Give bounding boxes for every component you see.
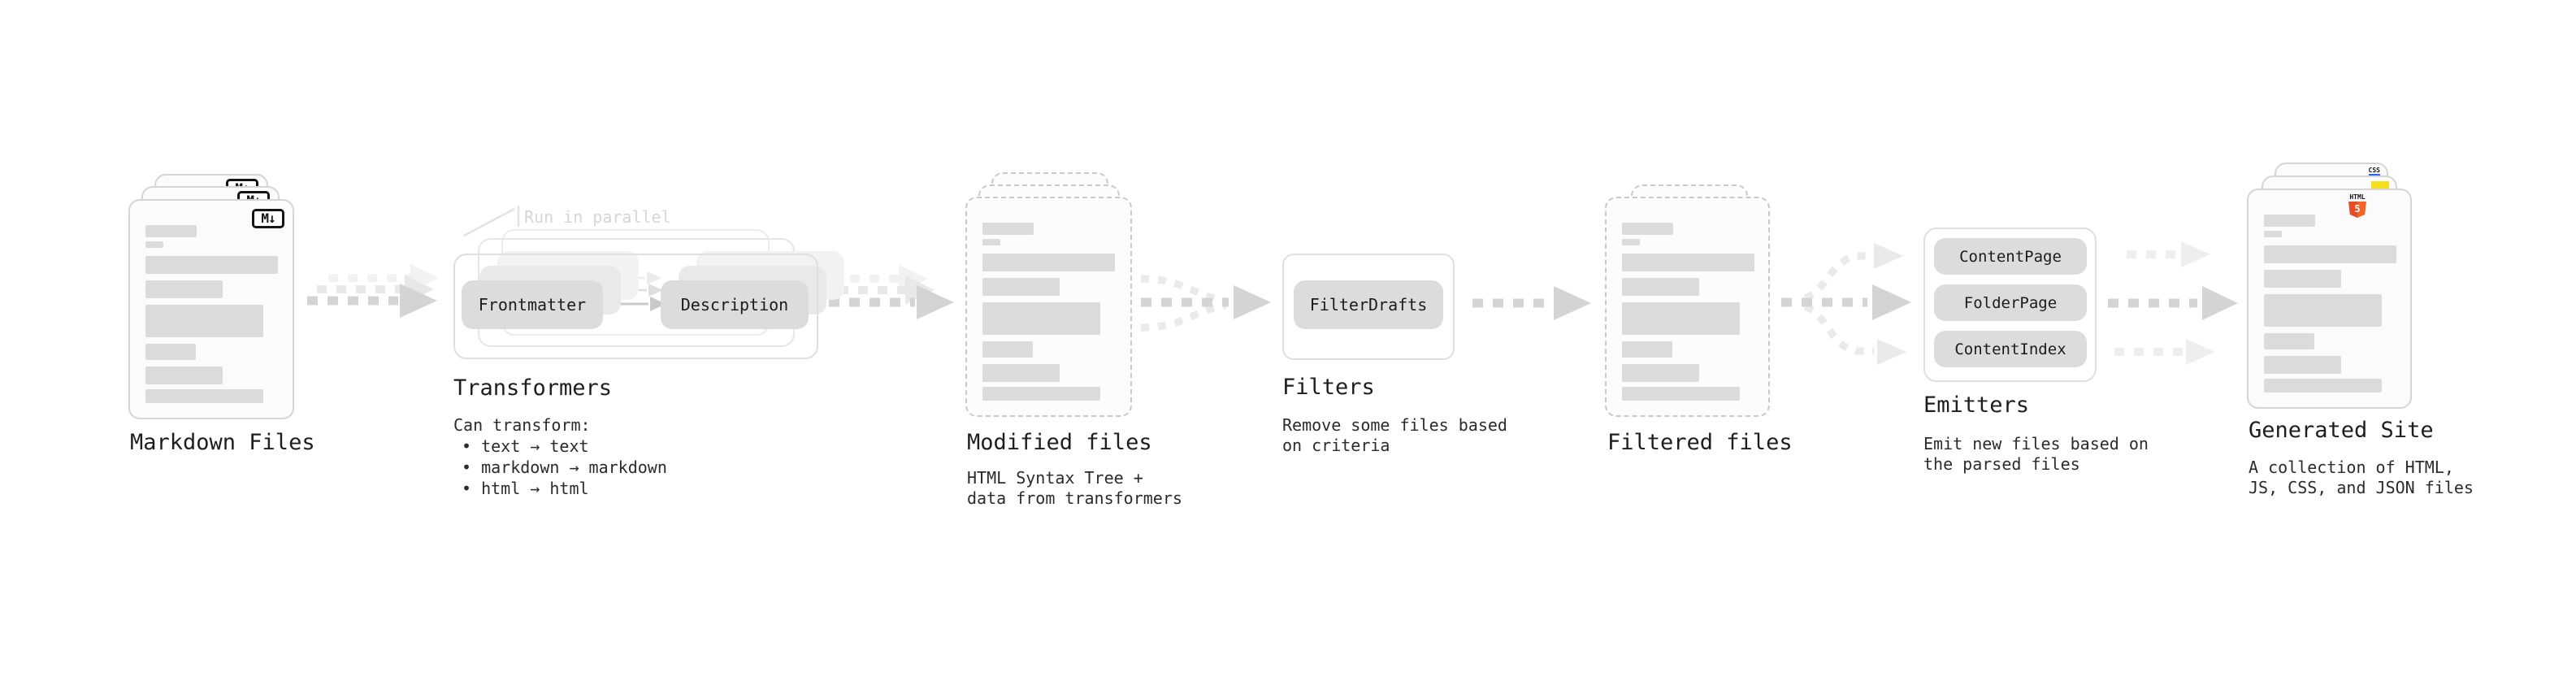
text-line-placeholder (145, 367, 223, 384)
stage-title-transformers: Transformers (453, 375, 613, 401)
text-line-placeholder (1622, 239, 1640, 245)
description-pill: Description (661, 280, 809, 329)
text-line-placeholder (2264, 333, 2314, 349)
text-line-placeholder (1622, 223, 1673, 235)
text-line-placeholder (1622, 254, 1754, 271)
stage-title-modified-files: Modified files (967, 430, 1152, 455)
text-line-placeholder (2264, 379, 2382, 393)
text-line-placeholder (145, 280, 223, 298)
text-line-placeholder (145, 344, 196, 360)
text-line-placeholder (982, 223, 1034, 235)
arrow-emitters-to-generated (2108, 241, 2238, 365)
frontmatter-pill: Frontmatter (462, 280, 603, 329)
contentindex-pill: ContentIndex (1934, 331, 2087, 367)
text-line-placeholder (982, 387, 1100, 401)
text-line-placeholder (2264, 245, 2396, 263)
html5-shield: 5 (2348, 202, 2366, 218)
text-line-placeholder (1622, 387, 1740, 401)
arrow-filters-to-filtered (1472, 286, 1591, 320)
stage-title-markdown-files: Markdown Files (130, 430, 315, 455)
desc-bullet: • markdown → markdown (462, 458, 667, 477)
modified-files-description: HTML Syntax Tree + data from transformer… (967, 468, 1182, 509)
text-line-placeholder (2264, 215, 2315, 227)
text-line-placeholder (982, 302, 1100, 335)
desc-line: Can transform: (453, 415, 591, 435)
desc-line: Emit new files based on (1923, 434, 2149, 453)
text-line-placeholder (1622, 302, 1740, 335)
contentpage-pill: ContentPage (1934, 238, 2087, 275)
emitters-outline (1923, 228, 2097, 382)
text-line-placeholder (982, 364, 1060, 382)
filters-outline (1282, 254, 1455, 360)
desc-line: data from transformers (967, 488, 1182, 508)
js-icon (2371, 181, 2389, 189)
markdown-file-doc-front: M↓ (128, 199, 294, 419)
text-line-placeholder (1622, 341, 1672, 358)
text-line-placeholder (2264, 294, 2382, 327)
text-line-placeholder (2264, 356, 2341, 374)
html-file-doc: HTML 5 (2247, 189, 2412, 409)
text-line-placeholder (982, 254, 1115, 271)
filters-description: Remove some files based on criteria (1282, 415, 1507, 456)
stage-title-generated-site: Generated Site (2249, 418, 2434, 443)
arrow-modified-to-filters-merge (1140, 275, 1271, 332)
text-line-placeholder (1622, 364, 1699, 382)
transformer-outline-front (453, 254, 818, 359)
text-line-placeholder (1622, 278, 1699, 296)
stage-title-emitters: Emitters (1923, 393, 2030, 418)
generated-site-description: A collection of HTML, JS, CSS, and JSON … (2249, 458, 2474, 498)
desc-line: the parsed files (1923, 454, 2080, 474)
desc-line: HTML Syntax Tree + (967, 468, 1143, 488)
desc-line: JS, CSS, and JSON files (2249, 478, 2474, 497)
css-icon: CSS (2368, 167, 2380, 176)
text-line-placeholder (982, 239, 1000, 245)
transformers-description: Can transform: • text → text • markdown … (453, 414, 667, 499)
text-line-placeholder (145, 305, 263, 337)
arrow-transformers-to-modified (829, 265, 954, 319)
text-line-placeholder (145, 241, 163, 248)
modified-file-doc-front (965, 197, 1132, 417)
text-line-placeholder (982, 278, 1060, 296)
html5-wordmark: HTML (2349, 193, 2366, 201)
run-in-parallel-annotation: Run in parallel (524, 207, 671, 227)
html5-icon: HTML 5 (2348, 194, 2367, 218)
desc-line: on criteria (1282, 436, 1390, 455)
arrow-filtered-to-emitters-fanout (1781, 243, 1911, 365)
text-line-placeholder (145, 256, 278, 274)
text-line-placeholder (2264, 270, 2341, 288)
desc-bullet: • text → text (462, 436, 589, 456)
text-line-placeholder (145, 225, 197, 237)
text-line-placeholder (145, 389, 263, 403)
stage-title-filters: Filters (1282, 375, 1375, 400)
text-line-placeholder (2264, 231, 2282, 237)
filtered-file-doc-front (1605, 197, 1770, 417)
desc-bullet: • html → html (462, 479, 589, 498)
stage-title-filtered-files: Filtered files (1607, 430, 1793, 455)
folderpage-pill: FolderPage (1934, 284, 2087, 321)
filterdrafts-pill: FilterDrafts (1294, 280, 1443, 329)
text-line-placeholder (982, 341, 1033, 358)
arrow-markdown-to-transformers (307, 264, 439, 318)
markdown-icon: M↓ (252, 209, 284, 228)
desc-line: A collection of HTML, (2249, 458, 2454, 477)
emitters-description: Emit new files based on the parsed files (1923, 434, 2149, 475)
desc-line: Remove some files based (1282, 415, 1507, 435)
